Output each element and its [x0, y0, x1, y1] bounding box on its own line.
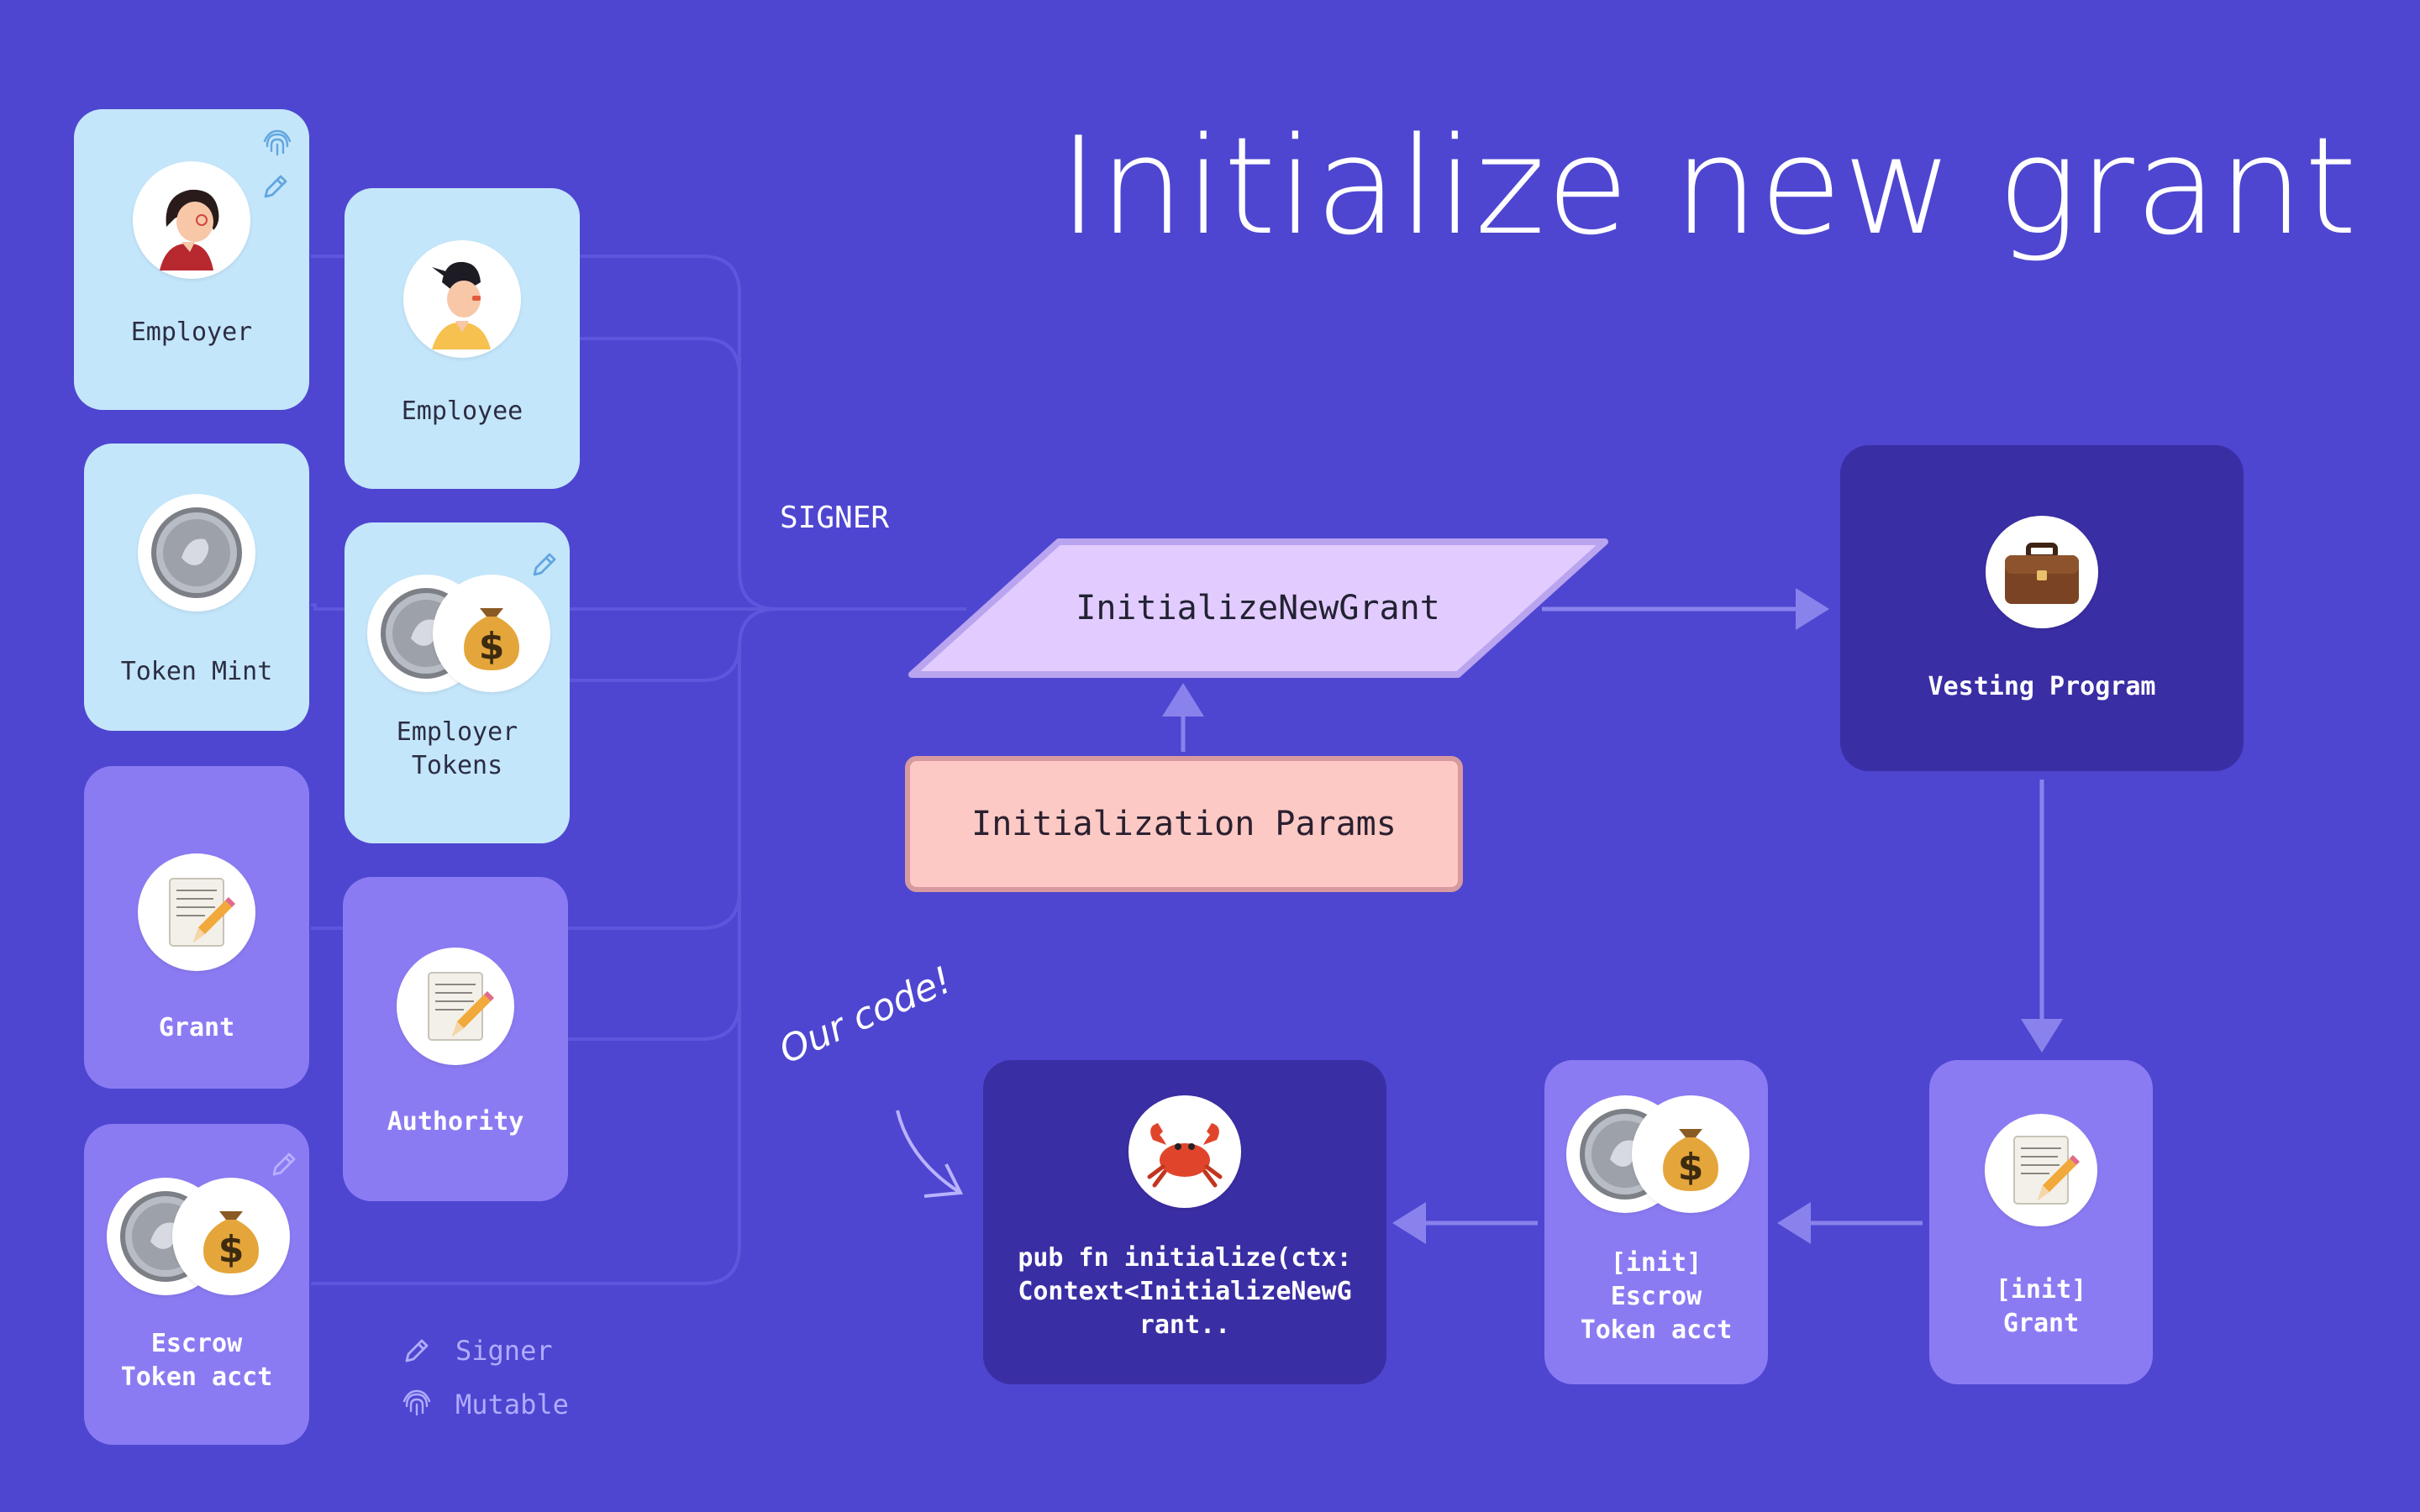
- authority-card[interactable]: Authority: [343, 877, 568, 1201]
- legend-signer-label: Signer: [455, 1335, 553, 1367]
- legend-mutable-label: Mutable: [455, 1389, 569, 1420]
- employee-avatar-icon: [403, 240, 521, 358]
- grant-card[interactable]: Grant: [84, 766, 309, 1089]
- pencil-icon: [533, 553, 556, 576]
- svg-text:$: $: [218, 1228, 244, 1271]
- token-mint-card[interactable]: Token Mint: [84, 444, 309, 731]
- vesting-program-card[interactable]: Vesting Program: [1840, 445, 2244, 771]
- page-title: Initialize new grant: [1059, 108, 2359, 265]
- employee-label: Employee: [401, 396, 523, 426]
- money-bag-icon: $: [1631, 1095, 1749, 1213]
- employer-tokens-icons: $: [366, 575, 550, 692]
- init-escrow-card[interactable]: $ [init] Escrow Token acct: [1544, 1060, 1768, 1384]
- grant-label: Grant: [158, 1013, 235, 1042]
- escrow-token-acct-label: Escrow Token acct: [120, 1329, 273, 1392]
- init-escrow-icons: $: [1565, 1095, 1749, 1213]
- briefcase-icon: [1986, 516, 2098, 628]
- memo-icon: [138, 853, 255, 971]
- crab-icon: [1128, 1095, 1241, 1208]
- coin-icon: [138, 494, 255, 612]
- escrow-icons: $: [106, 1178, 290, 1295]
- employer-tokens-card[interactable]: $ Employer Tokens: [345, 522, 570, 843]
- money-bag-icon: $: [171, 1178, 290, 1295]
- authority-label: Authority: [387, 1107, 524, 1137]
- money-bag-icon: $: [432, 575, 550, 692]
- pencil-icon: [405, 1339, 429, 1362]
- escrow-token-acct-card[interactable]: $ Escrow Token acct: [84, 1124, 309, 1445]
- instruction-box[interactable]: InitializeNewGrant: [903, 538, 1612, 679]
- employer-tokens-label: Employer Tokens: [396, 717, 518, 780]
- employee-card[interactable]: Employee: [345, 188, 580, 489]
- init-grant-card[interactable]: [init] Grant: [1929, 1060, 2153, 1384]
- employer-card[interactable]: Employer: [74, 109, 309, 410]
- vesting-program-label: Vesting Program: [1928, 672, 2156, 701]
- memo-icon: [397, 948, 514, 1065]
- signer-label: SIGNER: [780, 501, 890, 535]
- svg-text:$: $: [1677, 1146, 1703, 1189]
- token-mint-label: Token Mint: [120, 657, 273, 686]
- instruction-label: InitializeNewGrant: [1076, 589, 1440, 627]
- initialization-params-label: Initialization Params: [971, 805, 1397, 843]
- code-card[interactable]: pub fn initialize(ctx: Context<Initializ…: [983, 1060, 1386, 1384]
- init-grant-label: [init] Grant: [1995, 1275, 2087, 1338]
- code-snippet: pub fn initialize(ctx: Context<Initializ…: [1018, 1243, 1352, 1340]
- pencil-icon: [272, 1152, 296, 1176]
- employer-label: Employer: [130, 318, 253, 347]
- init-escrow-label: [init] Escrow Token acct: [1580, 1248, 1733, 1345]
- employer-avatar-icon: [133, 161, 250, 279]
- svg-text:$: $: [478, 625, 504, 668]
- fingerprint-icon: [263, 129, 292, 156]
- legend-mutable: Mutable: [400, 1388, 569, 1421]
- pencil-icon: [264, 175, 287, 198]
- fingerprint-icon: [402, 1389, 431, 1416]
- legend-signer: Signer: [400, 1334, 553, 1368]
- initialization-params-box[interactable]: Initialization Params: [905, 756, 1463, 892]
- memo-icon: [1985, 1114, 2097, 1226]
- our-code-annotation: Our code!: [773, 958, 959, 1073]
